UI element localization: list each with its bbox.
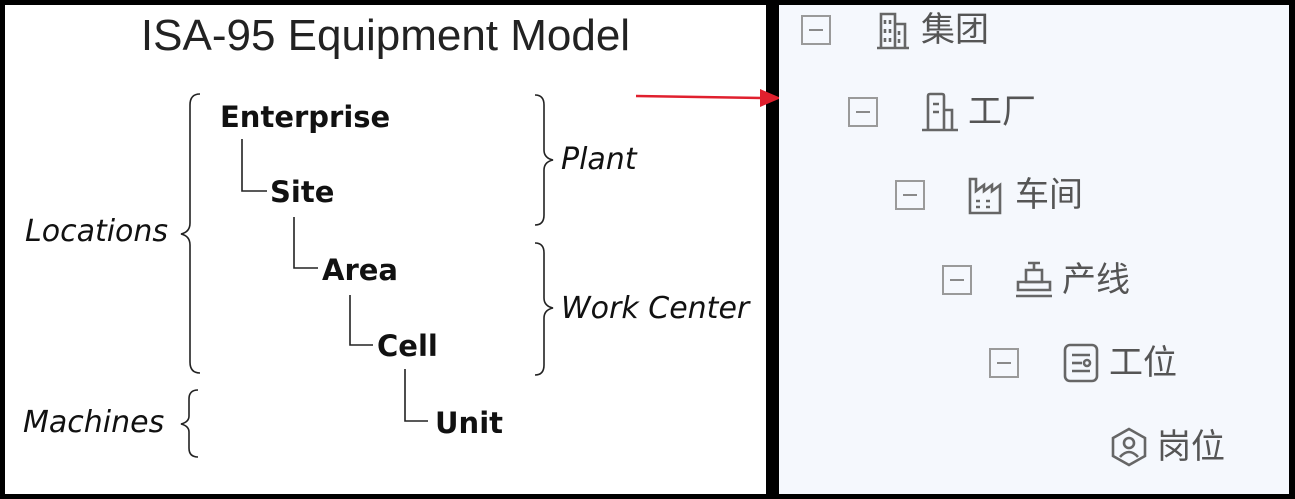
tree-node-position[interactable]: 岗位 xyxy=(1107,422,1225,472)
node-enterprise: Enterprise xyxy=(220,100,391,134)
workstation-icon xyxy=(1059,341,1103,385)
connector-enterprise-site xyxy=(241,139,267,192)
diagram-title: ISA-95 Equipment Model xyxy=(140,11,631,60)
collapse-toggle[interactable] xyxy=(942,265,972,295)
position-icon xyxy=(1107,425,1151,469)
node-unit: Unit xyxy=(435,406,503,440)
tree-node-production-line[interactable]: 产线 xyxy=(942,255,1130,305)
collapse-toggle[interactable] xyxy=(895,180,925,210)
org-tree: 集团 工厂 车间 xyxy=(779,5,1289,494)
tree-node-workshop[interactable]: 车间 xyxy=(895,170,1083,220)
node-cell: Cell xyxy=(377,329,438,363)
collapse-toggle[interactable] xyxy=(989,348,1019,378)
tree-node-label: 岗位 xyxy=(1157,427,1225,467)
collapse-toggle[interactable] xyxy=(801,15,831,45)
connector-cell-unit xyxy=(404,369,428,422)
locations-brace xyxy=(180,93,201,374)
label-locations: Locations xyxy=(25,214,169,249)
tree-node-label: 产线 xyxy=(1062,260,1130,300)
work-center-brace xyxy=(534,242,554,376)
label-machines: Machines xyxy=(23,405,165,440)
collapse-toggle[interactable] xyxy=(848,97,878,127)
machines-brace xyxy=(180,389,199,458)
tree-node-group[interactable]: 集团 xyxy=(801,5,989,55)
label-work-center: Work Center xyxy=(561,291,750,326)
connector-area-cell xyxy=(349,295,373,346)
plant-brace xyxy=(534,94,554,226)
node-site: Site xyxy=(270,175,335,209)
building-icon xyxy=(871,8,915,52)
tree-node-label: 工厂 xyxy=(968,92,1036,132)
connector-site-area xyxy=(293,217,318,269)
workshop-icon xyxy=(965,173,1009,217)
tree-node-label: 工位 xyxy=(1109,343,1177,383)
label-plant: Plant xyxy=(561,142,637,177)
tree-node-label: 集团 xyxy=(921,10,989,50)
production-line-icon xyxy=(1012,258,1056,302)
diagram-lines xyxy=(180,93,554,458)
isa95-diagram: ISA-95 Equipment Model Enterprise Site A… xyxy=(5,5,766,494)
tree-node-factory[interactable]: 工厂 xyxy=(848,87,1036,137)
tree-node-label: 车间 xyxy=(1015,175,1083,215)
tree-node-workstation[interactable]: 工位 xyxy=(989,338,1177,388)
factory-icon xyxy=(918,90,962,134)
node-area: Area xyxy=(322,253,398,287)
